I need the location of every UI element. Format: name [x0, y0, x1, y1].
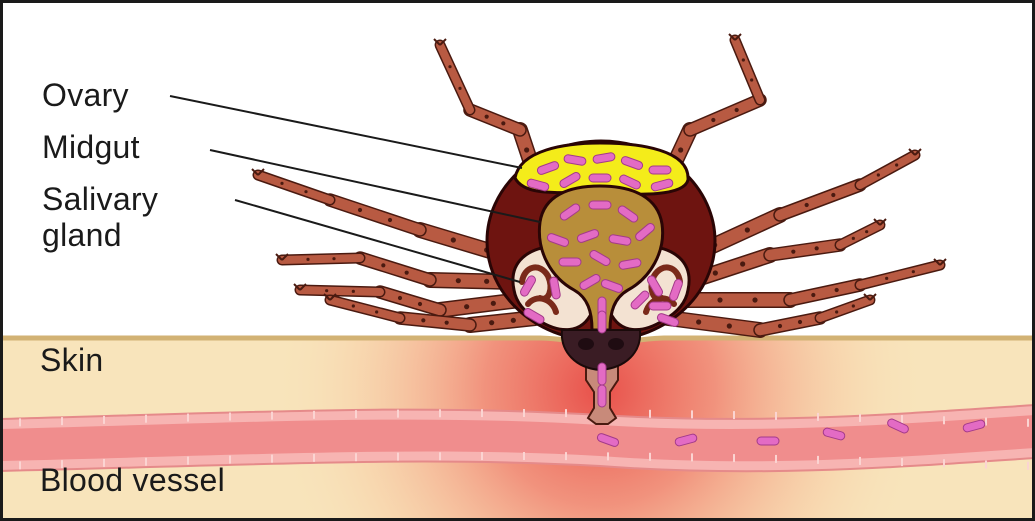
bacterium	[598, 385, 606, 407]
bacterium	[598, 311, 606, 333]
tick-leg	[252, 169, 520, 260]
label-blood-vessel: Blood vessel	[40, 463, 225, 497]
bacterium	[559, 258, 581, 266]
bacterium	[649, 166, 671, 174]
tick-leg	[276, 254, 515, 284]
label-ovary: Ovary	[42, 78, 129, 112]
bacterium	[598, 363, 606, 385]
label-skin: Skin	[40, 343, 103, 377]
label-midgut: Midgut	[42, 130, 140, 164]
bacterium	[589, 201, 611, 209]
tick-leg	[682, 149, 921, 260]
bacterium	[589, 174, 611, 182]
bacterium	[649, 302, 671, 310]
label-gland: gland	[42, 218, 122, 252]
label-salivary: Salivary	[42, 182, 158, 216]
bacterium	[757, 437, 779, 445]
